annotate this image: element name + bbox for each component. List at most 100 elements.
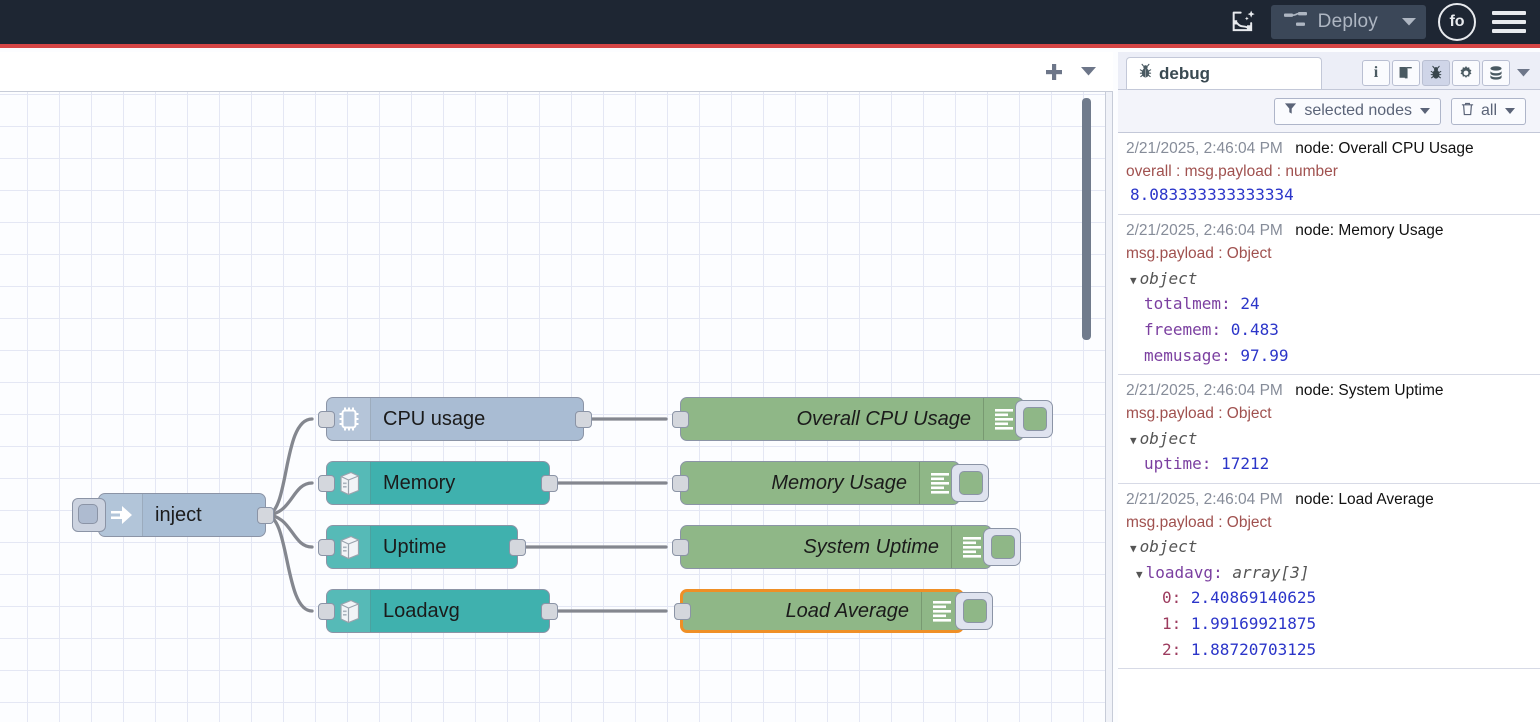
node-output-port[interactable] xyxy=(541,474,558,492)
debug-object-root[interactable]: ▼object xyxy=(1130,428,1198,448)
debug-lines-icon xyxy=(983,398,1023,440)
info-icon[interactable]: i xyxy=(1362,60,1390,86)
server-icon xyxy=(327,462,371,504)
hamburger-menu-icon[interactable] xyxy=(1492,7,1526,37)
sidebar-more-chevron-down-icon[interactable] xyxy=(1512,60,1534,86)
debug-enable-toggle[interactable] xyxy=(983,528,1021,566)
deploy-dropdown-caret[interactable] xyxy=(1392,5,1426,39)
funnel-icon xyxy=(1284,102,1297,120)
deploy-nodes-icon xyxy=(1283,10,1309,35)
node-input-port[interactable] xyxy=(672,474,689,492)
debug-clear-button[interactable]: all xyxy=(1450,97,1526,125)
bug-icon[interactable] xyxy=(1422,60,1450,86)
sidebar-panel: debug i xyxy=(1118,52,1540,722)
debug-topic: msg.payload : Object xyxy=(1126,405,1272,423)
node-input-port[interactable] xyxy=(318,538,335,556)
flow-node-uptime[interactable]: Uptime xyxy=(318,525,526,569)
debug-message-list[interactable]: 2/21/2025, 2:46:04 PM node: Overall CPU … xyxy=(1118,132,1540,722)
debug-array-key: loadavg xyxy=(1145,562,1214,582)
flow-node-label: System Uptime xyxy=(803,535,939,558)
debug-message[interactable]: 2/21/2025, 2:46:04 PM node: Overall CPU … xyxy=(1118,133,1540,216)
debug-object-property: uptime: 17212 xyxy=(1144,454,1270,474)
debug-topic: msg.payload : Object xyxy=(1126,245,1272,263)
debug-message[interactable]: 2/21/2025, 2:46:04 PM node: Load Average… xyxy=(1118,484,1540,670)
node-input-port[interactable] xyxy=(318,602,335,620)
node-input-port[interactable] xyxy=(318,410,335,428)
chevron-down-icon xyxy=(1504,102,1516,120)
node-input-port[interactable] xyxy=(318,474,335,492)
deploy-button[interactable]: Deploy xyxy=(1270,5,1426,39)
flow-node-memory[interactable]: Memory xyxy=(318,461,558,505)
flow-list-chevron-down-icon[interactable] xyxy=(1073,57,1103,87)
debug-object-property: totalmem: 24 xyxy=(1144,294,1260,314)
debug-property-key: totalmem xyxy=(1144,294,1222,314)
node-input-port[interactable] xyxy=(672,538,689,556)
panel-resize-divider[interactable] xyxy=(1105,92,1113,722)
flow-node-label: Uptime xyxy=(383,535,447,558)
flow-node-debug-system-uptime[interactable]: System Uptime xyxy=(672,525,1021,569)
deploy-button-main[interactable]: Deploy xyxy=(1271,5,1392,39)
user-avatar[interactable]: fo xyxy=(1438,3,1476,41)
debug-property-value: 0.483 xyxy=(1230,319,1279,339)
debug-timestamp: 2/21/2025, 2:46:04 PM xyxy=(1126,140,1283,157)
config-gear-icon[interactable] xyxy=(1452,60,1480,86)
context-data-icon[interactable] xyxy=(1482,60,1510,86)
debug-timestamp: 2/21/2025, 2:46:04 PM xyxy=(1126,222,1283,240)
debug-enable-toggle[interactable] xyxy=(1015,400,1053,438)
node-output-port[interactable] xyxy=(541,602,558,620)
node-input-port[interactable] xyxy=(674,602,691,620)
help-book-icon[interactable] xyxy=(1392,60,1420,86)
debug-topic: overall : msg.payload : number xyxy=(1126,163,1338,180)
tab-debug-label: debug xyxy=(1159,63,1210,83)
debug-array-index: 1 xyxy=(1162,614,1172,634)
debug-message[interactable]: 2/21/2025, 2:46:04 PM node: System Uptim… xyxy=(1118,375,1540,484)
debug-message[interactable]: 2/21/2025, 2:46:04 PM node: Memory Usage… xyxy=(1118,215,1540,376)
collapse-triangle-icon[interactable]: ▼ xyxy=(1130,433,1137,447)
debug-enable-toggle[interactable] xyxy=(955,592,993,630)
debug-property-key: memusage xyxy=(1144,345,1222,365)
chevron-down-icon xyxy=(1419,102,1431,120)
flow-workspace: inject CPU usage xyxy=(0,52,1113,722)
flow-node-debug-memory-usage[interactable]: Memory Usage xyxy=(672,461,989,505)
flow-node-label: inject xyxy=(155,503,202,526)
collapse-triangle-icon[interactable]: ▼ xyxy=(1130,273,1137,287)
flow-canvas[interactable]: inject CPU usage xyxy=(0,92,1113,722)
flow-node-label: Loadavg xyxy=(383,599,460,622)
debug-message-header: 2/21/2025, 2:46:04 PM node: Load Average xyxy=(1126,488,1532,512)
debug-clear-label: all xyxy=(1480,102,1497,119)
debug-message-header: 2/21/2025, 2:46:04 PM node: Overall CPU … xyxy=(1126,137,1532,161)
debug-array-root[interactable]: ▼loadavg: array[3] xyxy=(1136,562,1310,582)
debug-object-property: freemem: 0.483 xyxy=(1144,319,1279,339)
add-flow-tab-button[interactable] xyxy=(1039,57,1069,87)
inject-trigger-button[interactable] xyxy=(72,498,106,532)
flow-node-debug-load-average[interactable]: Load Average xyxy=(674,589,993,633)
debug-filter-button[interactable]: selected nodes xyxy=(1274,97,1441,125)
collapse-triangle-icon[interactable]: ▼ xyxy=(1136,567,1143,581)
sidebar-icon-buttons: i xyxy=(1362,60,1540,89)
flow-node-cpu-usage[interactable]: CPU usage xyxy=(318,397,592,441)
node-output-port[interactable] xyxy=(257,506,274,524)
debug-array-item: 2: 1.88720703125 xyxy=(1162,639,1317,659)
debug-toolbar: selected nodes all xyxy=(1118,90,1540,132)
collapse-triangle-icon[interactable]: ▼ xyxy=(1130,542,1137,556)
bug-icon xyxy=(1137,63,1154,85)
debug-object-root[interactable]: ▼object xyxy=(1130,268,1198,288)
canvas-vertical-scrollbar[interactable] xyxy=(1082,98,1091,340)
tab-debug[interactable]: debug xyxy=(1126,57,1322,89)
node-output-port[interactable] xyxy=(575,410,592,428)
flow-sparkle-icon[interactable] xyxy=(1221,0,1265,44)
debug-property-key: freemem xyxy=(1144,319,1212,339)
flow-node-loadavg[interactable]: Loadavg xyxy=(318,589,558,633)
node-output-port[interactable] xyxy=(509,538,526,556)
debug-object-root[interactable]: ▼object xyxy=(1130,537,1198,557)
debug-enable-toggle[interactable] xyxy=(951,464,989,502)
flow-node-debug-overall-cpu-usage[interactable]: Overall CPU Usage xyxy=(672,397,1053,441)
debug-lines-icon xyxy=(919,462,959,504)
debug-property-value: 24 xyxy=(1240,294,1260,314)
debug-array-type: array[3] xyxy=(1232,562,1310,582)
node-input-port[interactable] xyxy=(672,410,689,428)
debug-property-key: uptime xyxy=(1144,454,1202,474)
debug-array-item: 1: 1.99169921875 xyxy=(1162,614,1317,634)
flow-node-inject[interactable]: inject xyxy=(72,493,274,537)
debug-array-index: 2 xyxy=(1162,639,1172,659)
